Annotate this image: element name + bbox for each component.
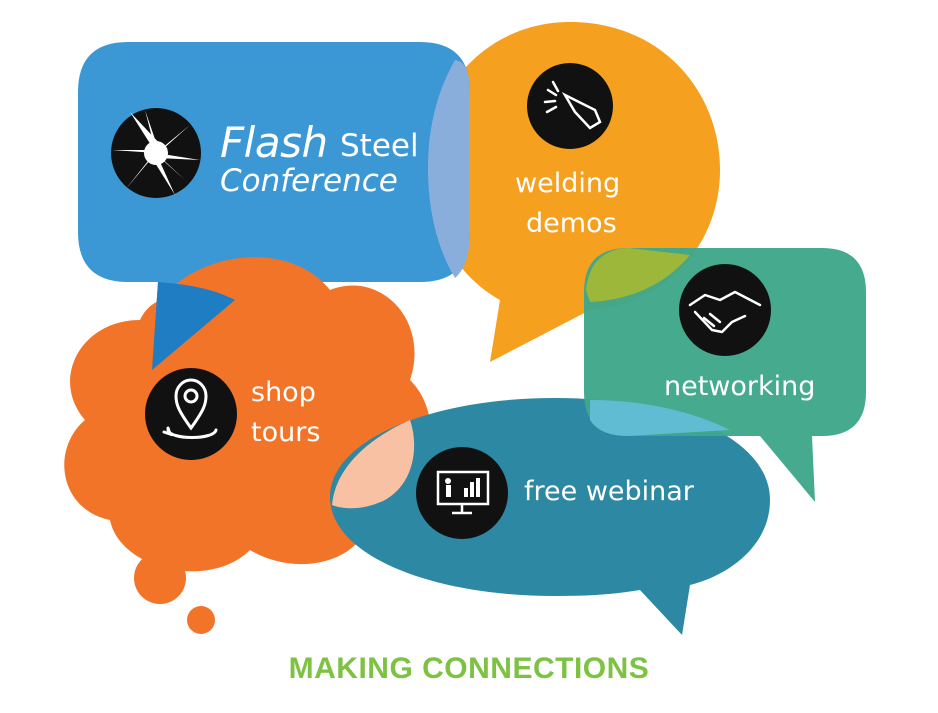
welding-torch-icon bbox=[527, 63, 613, 149]
tagline: MAKING CONNECTIONS bbox=[288, 652, 650, 685]
overlap-lens-2 bbox=[332, 420, 415, 509]
brand-name-main: Flash bbox=[220, 118, 328, 167]
networking-bubble bbox=[584, 248, 866, 502]
webinar-label: free webinar bbox=[524, 476, 694, 507]
welding-label-line2: demos bbox=[526, 208, 617, 239]
flash-starburst-icon bbox=[111, 108, 201, 198]
blue-tail-overlap bbox=[152, 282, 235, 370]
welding-label-line1: welding bbox=[515, 168, 621, 199]
brand-name-sub: Steel bbox=[340, 128, 419, 164]
shop-label-line1: shop bbox=[251, 377, 316, 408]
overlap-lens-4 bbox=[590, 400, 730, 436]
presentation-screen-icon bbox=[416, 447, 508, 539]
overlap-lens-3 bbox=[586, 248, 690, 302]
handshake-icon bbox=[679, 264, 771, 356]
overlap-lens-1 bbox=[428, 60, 470, 278]
map-pin-icon bbox=[145, 368, 237, 460]
shop-label-line2: tours bbox=[251, 417, 321, 448]
brand-name-line2: Conference bbox=[220, 163, 398, 199]
networking-label: networking bbox=[664, 371, 816, 402]
